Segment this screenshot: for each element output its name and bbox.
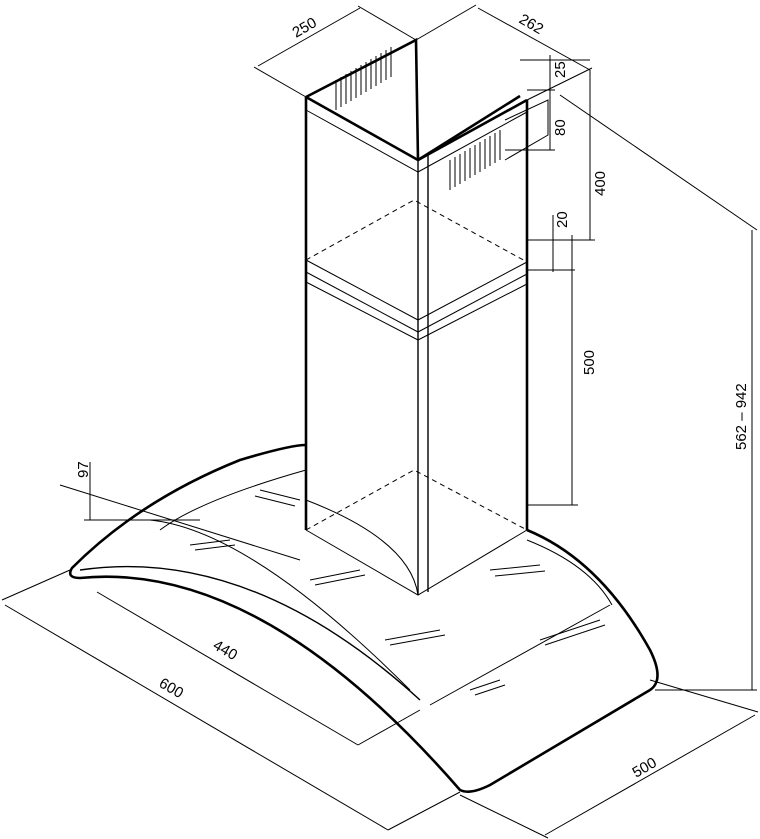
dimension-lines [1, 4, 759, 839]
vent-slots-right [449, 99, 549, 190]
dim-440: 440 [210, 637, 240, 664]
dim-25: 25 [552, 61, 569, 78]
dim-80: 80 [552, 119, 569, 136]
dim-500-vertical: 500 [581, 350, 598, 375]
vent-slots-left [335, 47, 392, 110]
dim-400: 400 [592, 171, 609, 196]
dim-262: 262 [516, 11, 546, 38]
dim-562-942: 562 – 942 [733, 383, 750, 450]
dim-500-depth: 500 [630, 754, 660, 781]
dim-250: 250 [290, 14, 320, 41]
dim-600: 600 [156, 675, 186, 702]
dim-97: 97 [75, 461, 92, 478]
dim-20: 20 [554, 211, 571, 228]
chimney [304, 37, 549, 596]
canopy [68, 443, 659, 793]
